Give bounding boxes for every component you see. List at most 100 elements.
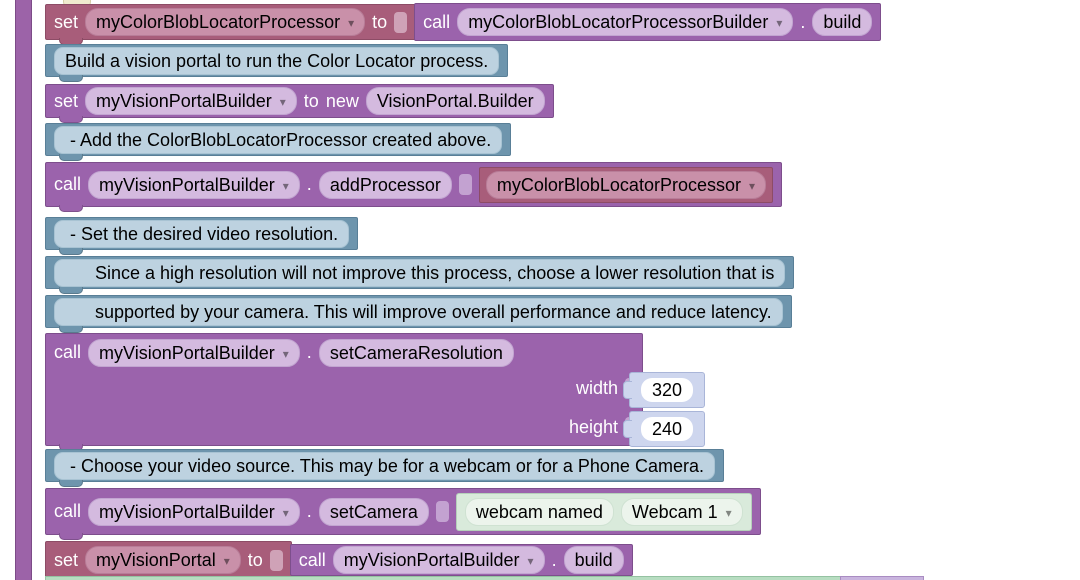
block-call-setcameraresolution[interactable]: call myVisionPortalBuilder▾ . setCameraR…	[45, 333, 705, 451]
keyword-set: set	[54, 11, 79, 32]
comment-block-build-vision-portal[interactable]: Build a vision portal to run the Color L…	[45, 44, 509, 82]
method-label: build	[812, 8, 873, 36]
arg-row-width: width	[54, 371, 638, 405]
webcam-dropdown[interactable]: Webcam 1 ▾	[620, 497, 743, 526]
method-label: setCameraResolution	[318, 338, 514, 367]
dropdown-arrow-icon: ▾	[282, 178, 289, 193]
arg-row-height: height	[54, 410, 638, 444]
call-build-block[interactable]: call myColorBlobLocatorProcessorBuilder ▾…	[414, 3, 882, 41]
dropdown-arrow-icon: ▾	[776, 16, 783, 30]
comment-text-field[interactable]: Since a high resolution will not improve…	[54, 258, 786, 287]
comment-block[interactable]: - Add the ColorBlobLocatorProcessor crea…	[45, 123, 512, 161]
dropdown-arrow-icon: ▾	[527, 554, 534, 568]
variable-name-text: myColorBlobLocatorProcessor	[96, 12, 341, 32]
number-block-width[interactable]: 320	[623, 372, 705, 408]
comment-block[interactable]: Build a vision portal to run the Color L…	[45, 44, 509, 82]
call-block[interactable]: call myVisionPortalBuilder▾ . setCameraR…	[45, 333, 643, 451]
builder-variable-dropdown[interactable]: myVisionPortalBuilder ▾	[332, 546, 545, 574]
comment-text-field[interactable]: - Choose your video source. This may be …	[54, 451, 715, 480]
webcam-named-block[interactable]: webcam named Webcam 1▾	[455, 492, 752, 531]
comment-block-add-processor[interactable]: - Add the ColorBlobLocatorProcessor crea…	[45, 123, 512, 161]
dropdown-arrow-icon: ▾	[348, 16, 355, 30]
keyword-call: call	[298, 549, 326, 570]
variable-dropdown[interactable]: myVisionPortalBuilder ▾	[85, 87, 297, 115]
input-socket	[435, 501, 449, 522]
block-set-myvisionportal[interactable]: set myVisionPortal ▾ to call myVisionPort…	[45, 541, 633, 580]
webcam-name-text: Webcam 1	[631, 501, 718, 522]
dot-separator: .	[306, 174, 312, 194]
variable-dropdown[interactable]: myColorBlobLocatorProcessor ▾	[85, 8, 366, 36]
input-socket	[458, 174, 472, 195]
variable-dropdown[interactable]: myColorBlobLocatorProcessor ▾	[485, 170, 767, 199]
number-field[interactable]: 320	[640, 378, 694, 402]
variable-get-block[interactable]: myColorBlobLocatorProcessor ▾	[478, 166, 774, 203]
enclosing-block-edge[interactable]	[15, 0, 32, 580]
dropdown-arrow-icon: ▾	[279, 95, 286, 109]
method-label: setCamera	[318, 497, 429, 526]
comment-block[interactable]: - Set the desired video resolution.	[45, 217, 359, 255]
variable-name-text: myVisionPortalBuilder	[96, 91, 272, 111]
dot-separator: .	[306, 501, 312, 521]
comment-block-choose-video-source[interactable]: - Choose your video source. This may be …	[45, 449, 724, 487]
variable-name-text: myVisionPortalBuilder	[99, 342, 275, 363]
call-block[interactable]: call myVisionPortalBuilder▾ . setCamera …	[45, 488, 761, 540]
builder-variable-dropdown[interactable]: myVisionPortalBuilder ▾	[88, 497, 300, 526]
keyword-call: call	[54, 174, 82, 194]
method-label: addProcessor	[318, 170, 452, 199]
builder-variable-dropdown[interactable]: myVisionPortalBuilder ▾	[88, 338, 300, 367]
keyword-to: to	[303, 90, 319, 111]
variable-name-text: myColorBlobLocatorProcessor	[496, 174, 741, 195]
keyword-set: set	[54, 90, 79, 111]
builder-variable-dropdown[interactable]: myColorBlobLocatorProcessorBuilder ▾	[457, 8, 794, 36]
input-socket	[269, 549, 283, 571]
number-block-height[interactable]: 240	[623, 411, 705, 447]
dropdown-arrow-icon: ▾	[748, 178, 756, 193]
method-label: build	[563, 546, 624, 574]
comment-text-field[interactable]: - Add the ColorBlobLocatorProcessor crea…	[54, 125, 503, 154]
builder-variable-dropdown[interactable]: myVisionPortalBuilder▾	[88, 170, 300, 199]
dropdown-arrow-icon: ▾	[282, 346, 289, 361]
set-block[interactable]: set myVisionPortal ▾ to	[45, 541, 292, 580]
comment-block[interactable]: supported by your camera. This will impr…	[45, 295, 792, 333]
variable-dropdown[interactable]: myVisionPortal ▾	[85, 546, 241, 574]
variable-name-text: myColorBlobLocatorProcessorBuilder	[468, 12, 769, 32]
comment-block-resolution-note-2[interactable]: supported by your camera. This will impr…	[45, 295, 792, 333]
input-socket	[394, 11, 408, 33]
class-label: VisionPortal.Builder	[365, 87, 545, 115]
comment-block[interactable]: - Choose your video source. This may be …	[45, 449, 724, 487]
keyword-to: to	[372, 11, 388, 32]
call-block[interactable]: call myVisionPortalBuilder▾ . addProcess…	[45, 162, 783, 212]
comment-text-field[interactable]: Build a vision portal to run the Color L…	[54, 46, 500, 75]
keyword-new: new	[325, 90, 359, 111]
block-set-myvisionportalbuilder[interactable]: set myVisionPortalBuilder ▾ to new Vision…	[45, 84, 554, 123]
keyword-to: to	[247, 549, 263, 570]
keyword-set: set	[54, 549, 79, 570]
comment-block-set-resolution[interactable]: - Set the desired video resolution.	[45, 217, 359, 255]
dropdown-arrow-icon: ▾	[725, 505, 732, 520]
comment-text-field[interactable]: - Set the desired video resolution.	[54, 219, 350, 248]
arg-label-width: width	[575, 377, 618, 398]
variable-name-text: myVisionPortalBuilder	[343, 550, 520, 570]
dot-separator: .	[551, 549, 557, 570]
dot-separator: .	[800, 11, 806, 32]
comment-text-field[interactable]: supported by your camera. This will impr…	[54, 297, 783, 326]
keyword-call: call	[423, 11, 451, 32]
call-header: call myVisionPortalBuilder▾ . setCameraR…	[54, 334, 634, 371]
set-block[interactable]: set myVisionPortalBuilder ▾ to new Vision…	[45, 84, 554, 123]
cutoff-next-block-field	[840, 576, 924, 580]
block-set-mycolorbloblocatorprocessor[interactable]: set myColorBlobLocatorProcessor ▾ to call…	[45, 3, 882, 45]
comment-block[interactable]: Since a high resolution will not improve…	[45, 256, 795, 294]
dropdown-arrow-icon: ▾	[223, 554, 230, 568]
block-call-setcamera[interactable]: call myVisionPortalBuilder▾ . setCamera …	[45, 488, 761, 540]
variable-name-text: myVisionPortalBuilder	[99, 501, 275, 522]
block-call-addprocessor[interactable]: call myVisionPortalBuilder▾ . addProcess…	[45, 162, 783, 212]
comment-block-resolution-note-1[interactable]: Since a high resolution will not improve…	[45, 256, 795, 294]
dot-separator: .	[306, 342, 312, 362]
dropdown-arrow-icon: ▾	[282, 505, 289, 520]
number-field[interactable]: 240	[640, 417, 694, 441]
call-build-block[interactable]: call myVisionPortalBuilder ▾ . build	[289, 544, 633, 576]
arg-label-height: height	[568, 416, 618, 437]
variable-name-text: myVisionPortal	[96, 550, 216, 570]
set-block[interactable]: set myColorBlobLocatorProcessor ▾ to	[45, 4, 417, 45]
cutoff-next-block[interactable]	[45, 576, 842, 580]
